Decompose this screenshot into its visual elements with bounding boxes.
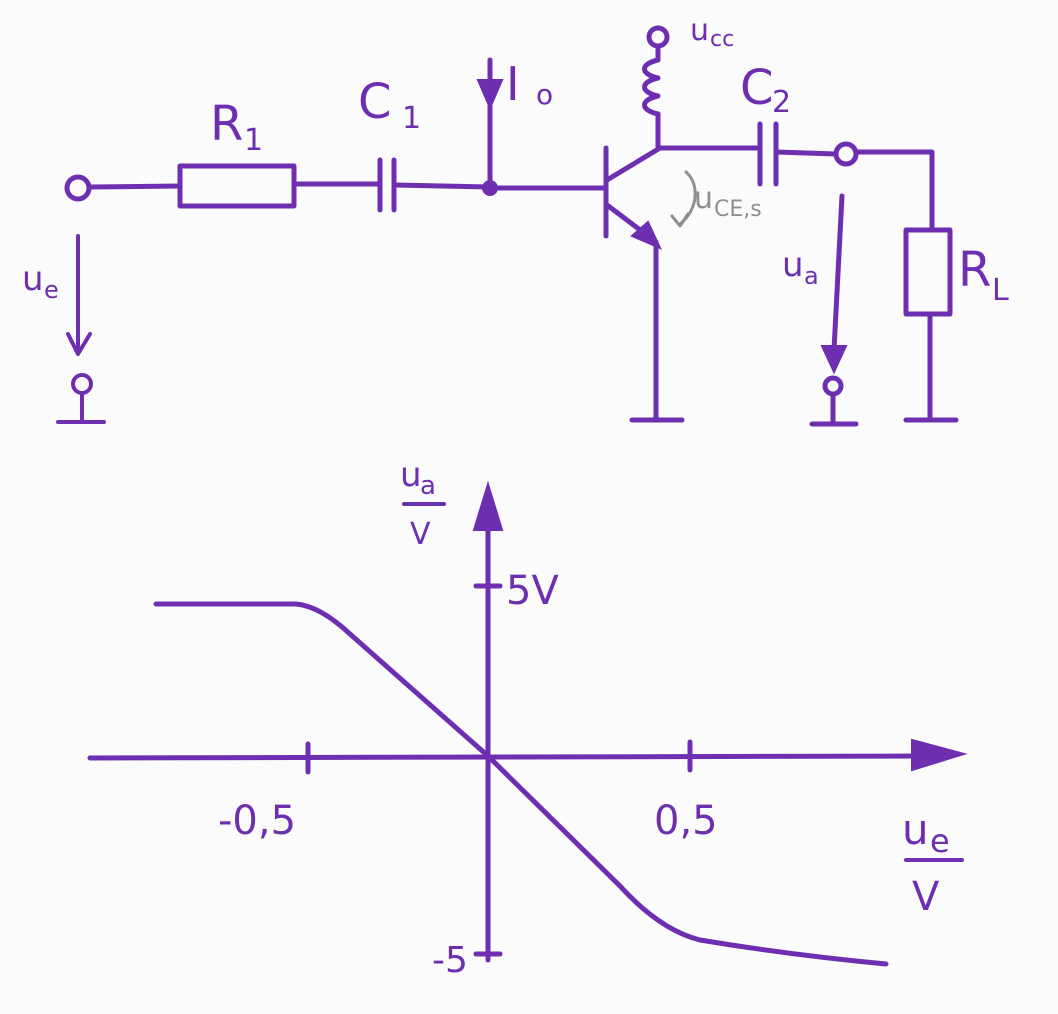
y-axis-label-bottom: V xyxy=(410,517,431,552)
y-axis-arrow-icon xyxy=(472,480,504,531)
graph-labels: u a V u e V 5V -5 -0,5 0,5 xyxy=(218,455,964,981)
y-tick-pos-label: 5V xyxy=(506,568,559,614)
ucc-subscript: cc xyxy=(710,27,734,52)
uce-label: u xyxy=(694,181,713,216)
rl-label: R xyxy=(958,242,991,298)
x-tick-neg-label: -0,5 xyxy=(218,798,296,844)
transfer-characteristic-graph xyxy=(87,480,968,967)
output-terminal xyxy=(833,141,859,167)
c1-label: C xyxy=(358,74,392,130)
x-axis-label-bottom: V xyxy=(912,874,940,920)
ua-voltage-line xyxy=(831,193,845,353)
x-axis-line xyxy=(87,753,933,761)
capacitor-c2 xyxy=(757,121,779,187)
ue-arrow-icon xyxy=(66,332,92,356)
r1-subscript: 1 xyxy=(244,123,263,158)
x-tick-pos-label: 0,5 xyxy=(654,798,718,844)
resistor-r1 xyxy=(177,163,297,209)
ua-arrow-icon xyxy=(820,345,848,375)
resistor-rl xyxy=(903,227,953,317)
transfer-curve xyxy=(153,601,889,967)
circuit-labels: R 1 C 1 C 2 R L I o u cc u CE,s u e u a xyxy=(22,13,1009,308)
ua-label: u xyxy=(782,245,804,285)
wire-output-rl xyxy=(853,149,935,233)
collector-inductor xyxy=(642,43,661,151)
transistor-collector xyxy=(604,145,663,183)
uce-subscript: CE,s xyxy=(714,197,762,222)
wire-input-r1 xyxy=(86,183,183,190)
c1-subscript: 1 xyxy=(402,101,421,136)
wire-c2-output xyxy=(773,149,839,157)
rl-subscript: L xyxy=(992,273,1009,308)
c2-subscript: 2 xyxy=(772,85,791,120)
io-subscript: o xyxy=(536,78,553,111)
r1-label: R xyxy=(210,96,243,152)
circuit-schematic xyxy=(56,25,959,427)
ue-terminal xyxy=(71,373,93,395)
ua-ground xyxy=(809,391,859,427)
x-axis-label-top-sub: e xyxy=(930,822,950,860)
y-tick-neg-label: -5 xyxy=(432,940,468,981)
ue-ground xyxy=(56,391,106,424)
wire-c1-node xyxy=(391,182,493,190)
y-axis-label-top: u xyxy=(400,455,422,495)
uce-annotation-arrow-icon xyxy=(670,212,690,228)
ue-label: u xyxy=(22,259,44,299)
emitter-arrow-icon xyxy=(630,220,662,250)
io-label: I xyxy=(506,57,520,111)
ua-subscript: a xyxy=(804,262,819,290)
y-axis-label-top-sub: a xyxy=(420,471,436,501)
bias-current-arrow-icon xyxy=(476,79,504,111)
ue-subscript: e xyxy=(44,276,59,304)
ucc-terminal xyxy=(646,25,670,49)
ucc-label: u xyxy=(690,13,709,48)
x-axis-arrow-icon xyxy=(911,738,968,772)
c2-label: C xyxy=(740,60,774,116)
input-terminal xyxy=(64,174,92,202)
x-axis-label-top: u xyxy=(902,805,929,854)
